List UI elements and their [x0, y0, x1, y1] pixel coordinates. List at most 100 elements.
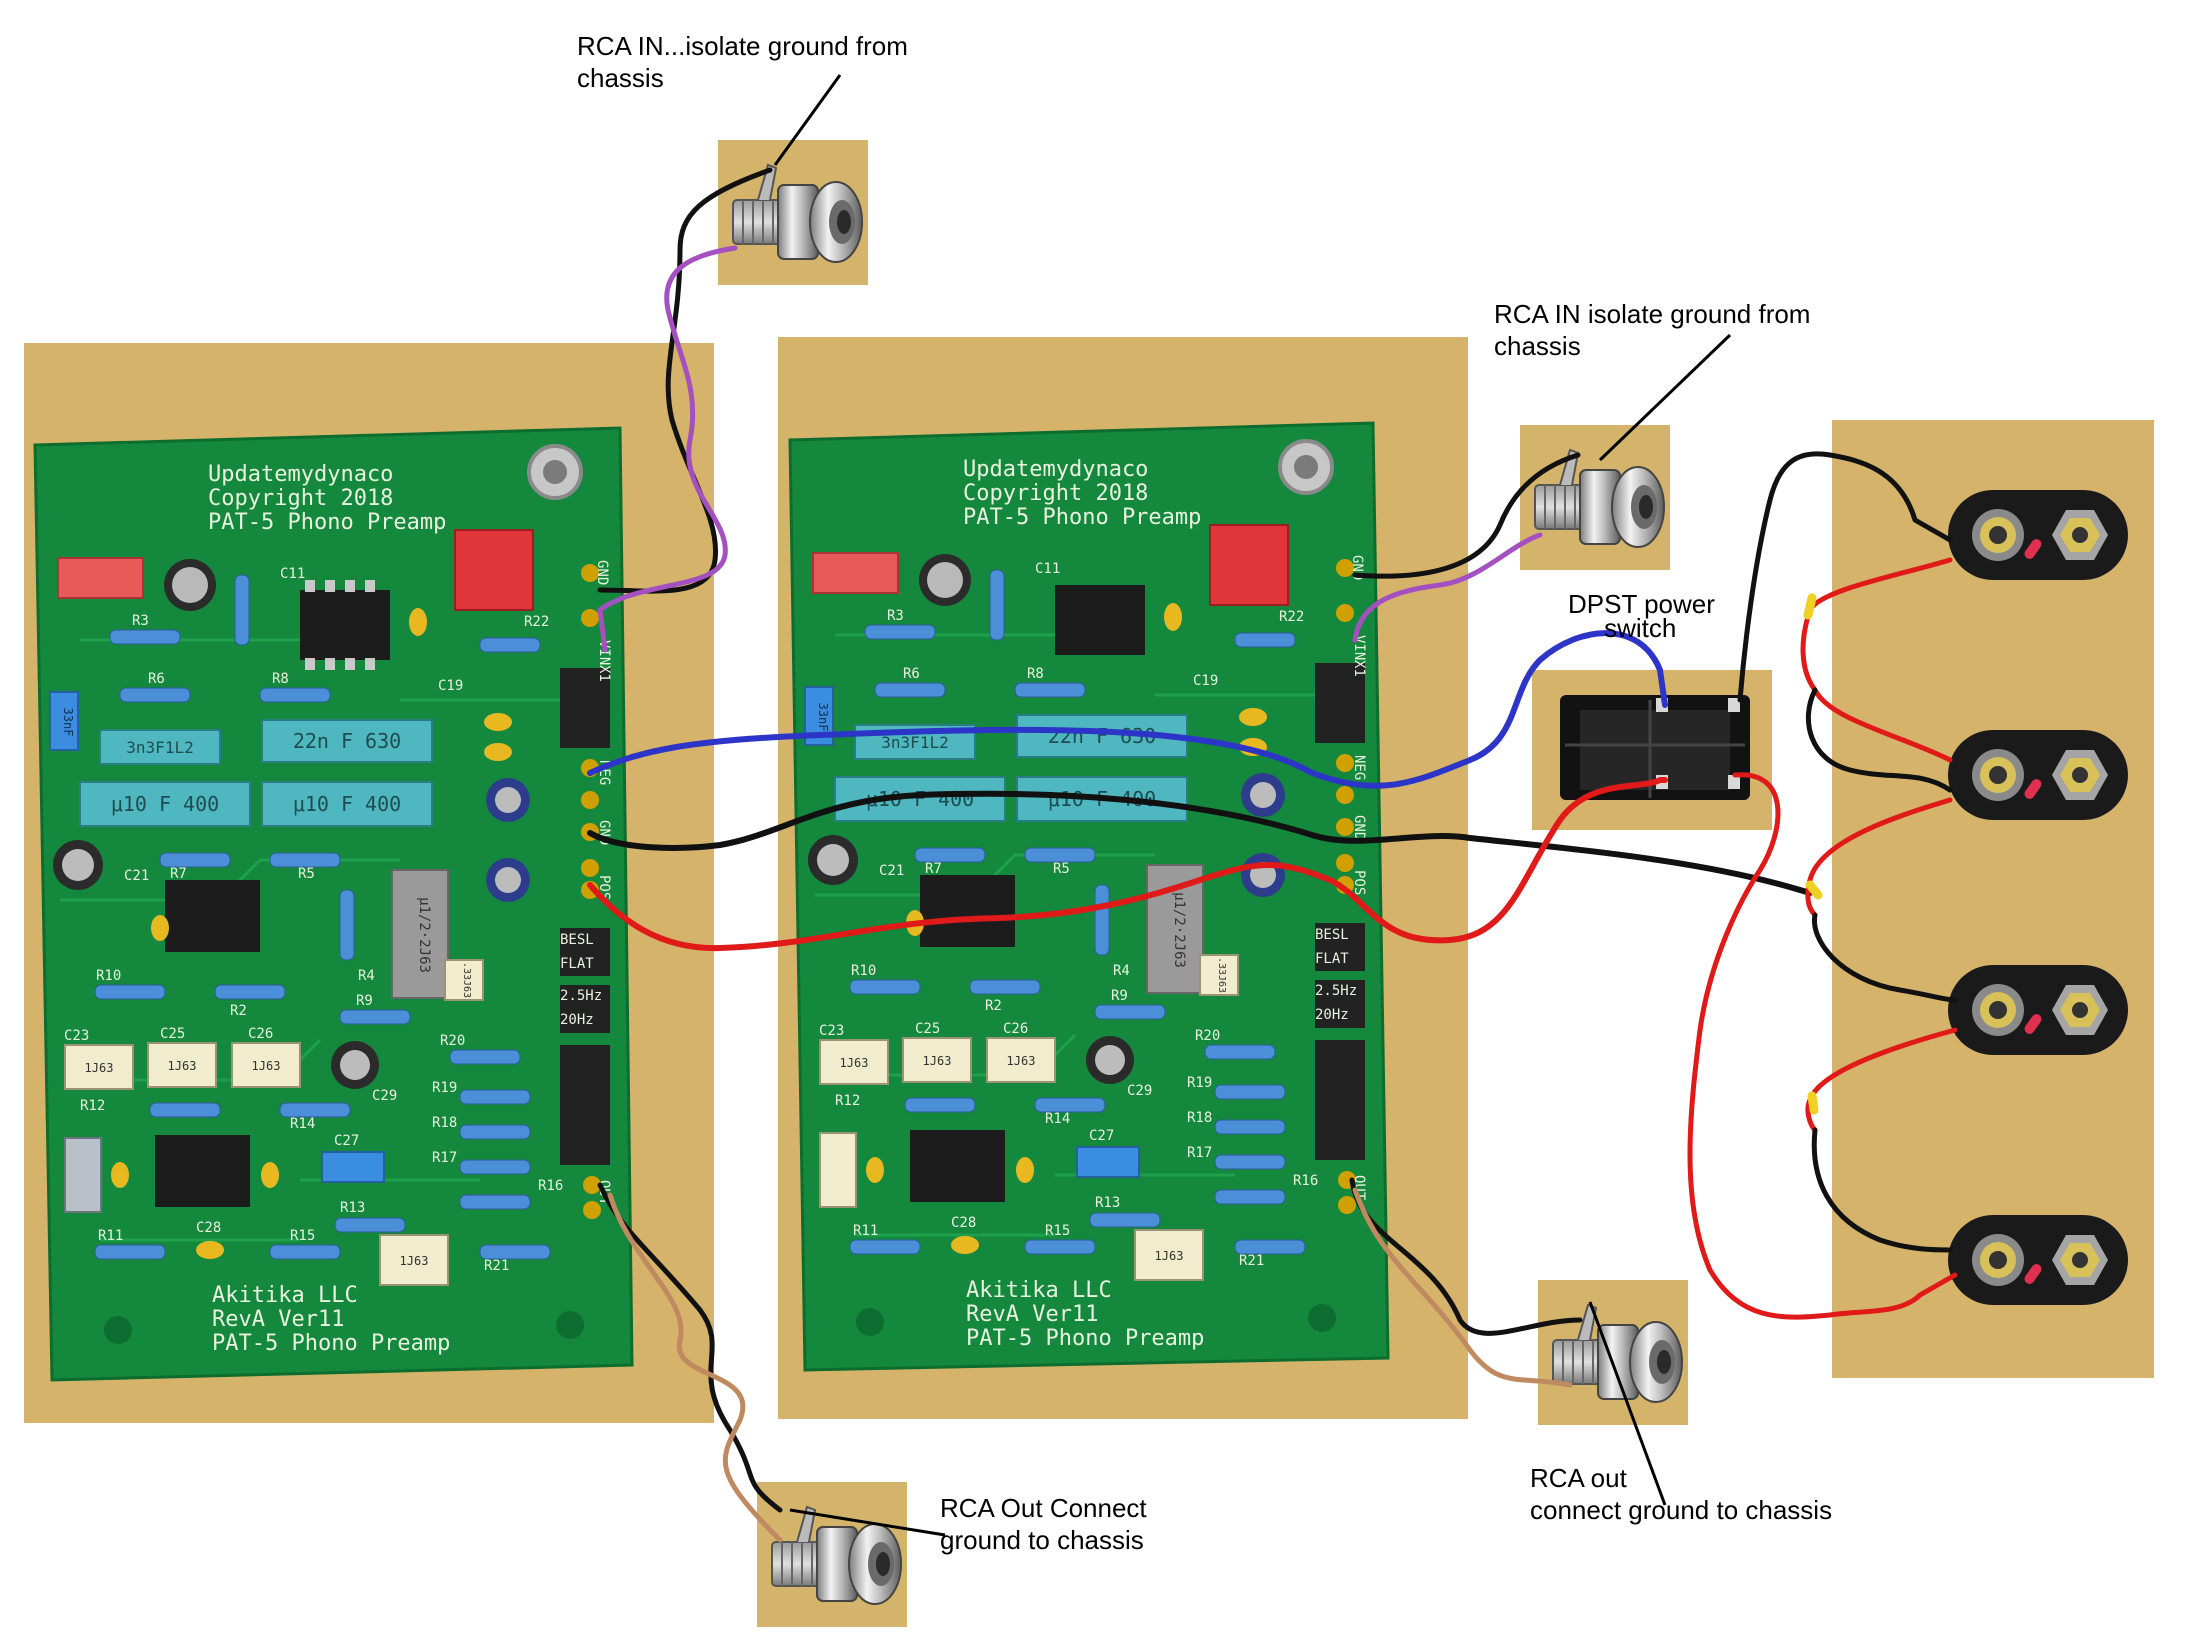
ref-designator: R12	[80, 1098, 105, 1114]
ref-designator: R16	[538, 1178, 563, 1194]
ref-designator: C26	[1003, 1021, 1028, 1037]
ref-designator: C21	[124, 868, 149, 884]
rca-in-left-jack	[717, 139, 869, 286]
ref-designator: C29	[1127, 1083, 1152, 1099]
ref-designator: R3	[132, 613, 149, 629]
ref-designator: R8	[272, 671, 289, 687]
cap-u10b-label: μ10 F 400	[293, 792, 401, 816]
ref-designator: C25	[915, 1021, 940, 1037]
components-middle: 3n3F1L2 22n F 630 μ10 F 400 μ10 F 400 33…	[804, 524, 1365, 1281]
ref-designator: C11	[280, 566, 305, 582]
pin-label: POS	[1351, 870, 1367, 895]
leader-rca-in-left	[773, 74, 842, 166]
ref-designator: R10	[96, 968, 121, 984]
wire-gnd-black	[587, 790, 1813, 896]
wire-batt-red-2	[1805, 797, 1953, 918]
cap-33j63-label: .33J63	[461, 962, 472, 998]
wire-input-left-black	[597, 167, 773, 594]
ref-designator: R7	[170, 866, 187, 882]
board-footer-line: PAT-5 Phono Preamp	[212, 1331, 450, 1356]
ref-designator: R10	[851, 963, 876, 979]
ref-designator: R20	[440, 1033, 465, 1049]
battery-clip-3	[1948, 965, 2128, 1055]
board-footer-line: PAT-5 Phono Preamp	[966, 1326, 1204, 1351]
pin-label: GND	[1351, 815, 1367, 840]
pin-label: X1	[596, 665, 612, 682]
ref-designator: R2	[985, 998, 1002, 1014]
ref-designator: R14	[1045, 1111, 1070, 1127]
ref-designator: R6	[903, 666, 920, 682]
silkscreen-middle: Updatemydynaco Copyright 2018 PAT-5 Phon…	[963, 457, 1204, 1351]
cap-u10a-label: μ10 F 400	[111, 792, 219, 816]
dpst-switch	[1532, 670, 1772, 830]
wire-pos-red	[587, 777, 1668, 952]
ref-designator: C23	[64, 1028, 89, 1044]
ref-designator: R9	[356, 993, 373, 1009]
cap-big-label: μ1/2·2J63	[1171, 892, 1187, 968]
ref-designator: C19	[438, 678, 463, 694]
cap-33n-label: 33nF	[816, 703, 830, 732]
wire-output-right-tan	[1352, 1187, 1573, 1388]
ref-designator: R7	[925, 861, 942, 877]
cap-3n3-label: 3n3F1L2	[881, 733, 948, 752]
callout-rca-out-left: RCA Out Connect ground to chassis	[940, 1493, 1147, 1555]
board-footer-line: RevA Ver11	[212, 1307, 344, 1332]
components-left: 3n3F1L2 22n F 630 μ10 F 400 μ10 F 400 33…	[49, 529, 610, 1286]
cap-1j63-label: 1J63	[168, 1059, 197, 1073]
pin-label: 2.5Hz	[560, 988, 602, 1004]
ref-designator: R4	[358, 968, 375, 984]
ref-designator: R17	[1187, 1145, 1212, 1161]
ref-designator: C11	[1035, 561, 1060, 577]
ref-designator: R2	[230, 1003, 247, 1019]
cap-33j63-label: .33J63	[1216, 957, 1227, 993]
board-header-line: Updatemydynaco	[208, 462, 393, 487]
ref-designator: R19	[1187, 1075, 1212, 1091]
ref-designator: R15	[1045, 1223, 1070, 1239]
ref-designator: C27	[334, 1133, 359, 1149]
pin-label: X1	[1351, 660, 1367, 677]
leader-rca-in-right	[1598, 333, 1732, 462]
cap-1j63-label: 1J63	[840, 1056, 869, 1070]
leader-rca-out-right	[1588, 1301, 1667, 1506]
pin-label: FLAT	[1315, 951, 1349, 967]
ref-designator: R8	[1027, 666, 1044, 682]
ref-designator: R13	[1095, 1195, 1120, 1211]
wire-output-left-black	[597, 1182, 783, 1513]
solder-joint	[1803, 593, 1817, 620]
ref-designator: C21	[879, 863, 904, 879]
wire-input-right-purple	[1352, 532, 1543, 643]
ref-designator: R11	[98, 1228, 123, 1244]
pin-label: 20Hz	[560, 1012, 594, 1028]
rca-out-right-jack	[1537, 1279, 1689, 1426]
ref-designator: R6	[148, 671, 165, 687]
battery-clip-4	[1948, 1215, 2128, 1305]
ref-designator: R22	[1279, 609, 1304, 625]
ref-designator: R11	[853, 1223, 878, 1239]
ref-designator: C28	[951, 1215, 976, 1231]
wire-switch-red	[1687, 772, 1958, 1320]
pin-label: NEG	[1351, 755, 1367, 780]
callout-dpst: DPST power switch	[1568, 589, 1715, 643]
ref-designator: C28	[196, 1220, 221, 1236]
cap-big-label: μ1/2·2J63	[416, 897, 432, 973]
cap-1j63-label: 1J63	[923, 1054, 952, 1068]
ref-designator: R18	[432, 1115, 457, 1131]
board-header-line: Updatemydynaco	[963, 457, 1148, 482]
board-header-line: Copyright 2018	[208, 486, 393, 511]
ref-designator: R5	[298, 866, 315, 882]
cap-1j63-label: 1J63	[1155, 1249, 1184, 1263]
pin-label: BESL	[1315, 927, 1349, 943]
pin-label: 20Hz	[1315, 1007, 1349, 1023]
ref-designator: R15	[290, 1228, 315, 1244]
ref-designator: R9	[1111, 988, 1128, 1004]
callout-rca-in-left: RCA IN...isolate ground from chassis	[577, 31, 908, 93]
cap-33n-label: 33nF	[61, 708, 75, 737]
callout-rca-out-right: RCA out connect ground to chassis	[1530, 1463, 1833, 1525]
ref-designator: R12	[835, 1093, 860, 1109]
leader-rca-out-left	[789, 1508, 946, 1537]
wire-output-right-black	[1349, 1177, 1583, 1336]
solder-joint	[1807, 1091, 1819, 1115]
